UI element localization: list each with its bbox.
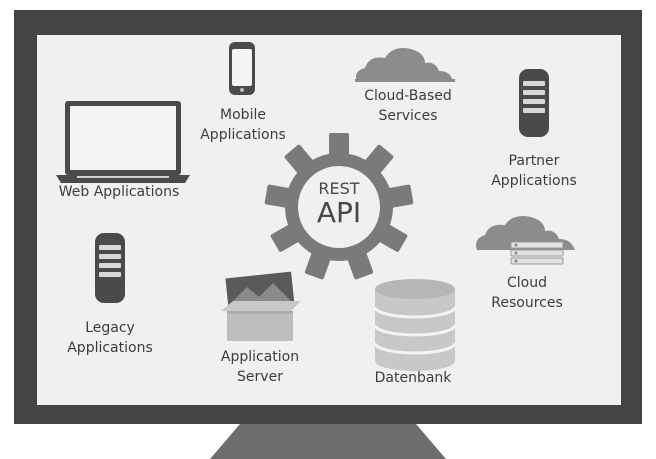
cloud-icon xyxy=(355,48,455,82)
mobile-applications-label: Mobile Applications xyxy=(200,107,286,143)
monitor-screen: Web Applications Mobile Applications Clo… xyxy=(37,35,621,405)
database-icon xyxy=(373,279,457,371)
diagram-art xyxy=(56,42,575,371)
partner-applications-label: Partner Applications xyxy=(491,153,577,189)
cloud-storage-icon xyxy=(476,216,575,265)
api-label: API xyxy=(316,196,362,229)
legacy-applications-label: Legacy Applications xyxy=(67,320,153,356)
server-tower-icon xyxy=(519,69,549,137)
cloud-based-services-label: Cloud-Based Services xyxy=(364,88,452,124)
application-server-label: Application Server xyxy=(220,349,300,385)
laptop-icon xyxy=(56,101,190,183)
smartphone-icon xyxy=(229,42,255,95)
rest-label: REST xyxy=(318,179,360,198)
cloud-resources-label: Cloud Resources xyxy=(491,275,563,311)
web-applications-label: Web Applications xyxy=(58,184,180,200)
app-server-box-icon xyxy=(221,271,301,341)
gear-icon xyxy=(264,133,414,280)
server-tower-icon xyxy=(95,233,125,303)
datenbank-label: Datenbank xyxy=(374,370,452,386)
